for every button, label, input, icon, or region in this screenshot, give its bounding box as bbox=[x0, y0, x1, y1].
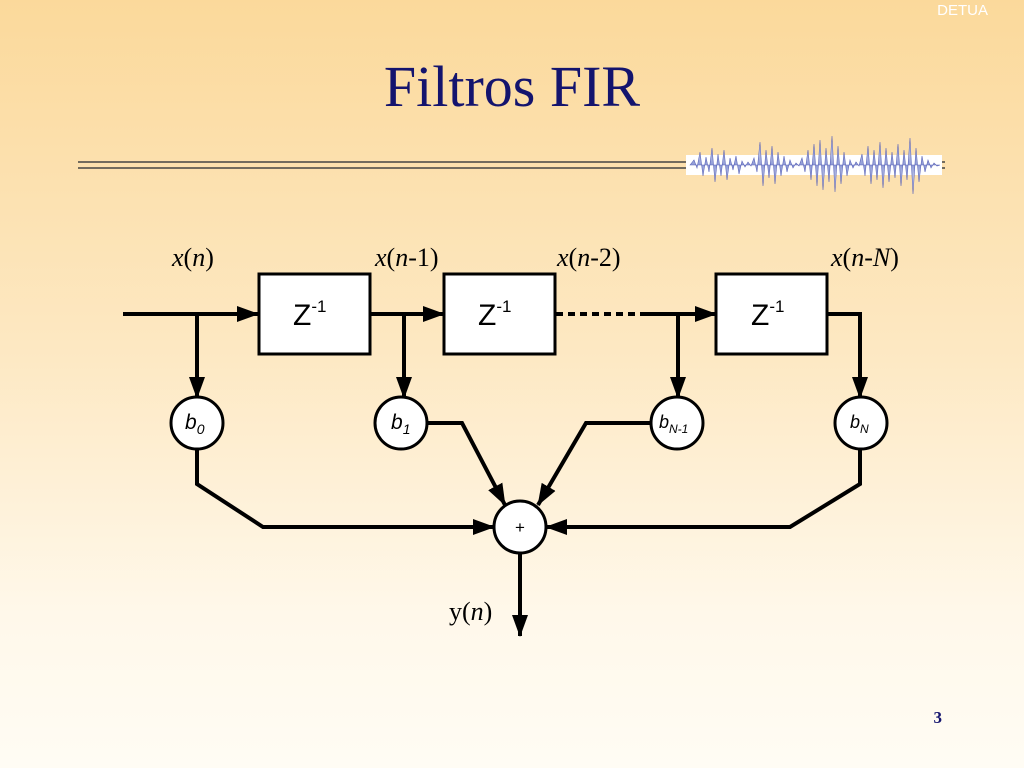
coefficient-node-b1: b1 bbox=[373, 395, 429, 451]
sum-line-n bbox=[545, 449, 862, 535]
output-label: y(n) bbox=[449, 597, 492, 626]
sum-line-0 bbox=[195, 449, 495, 535]
svg-text:bN-1: bN-1 bbox=[659, 412, 688, 436]
signal-label-x-n-1: x(n-1) bbox=[374, 243, 439, 272]
svg-text:bN: bN bbox=[850, 412, 869, 436]
slide-title: Filtros FIR bbox=[383, 54, 641, 119]
signal-label-x-n: x(n) bbox=[171, 243, 214, 272]
waveform-logo bbox=[686, 135, 942, 195]
delay-block-2-label: Z-1 bbox=[478, 297, 511, 332]
coefficient-node-b0: b0 bbox=[169, 395, 225, 451]
sum-line-1 bbox=[426, 421, 507, 506]
coefficient-node-bN: bN bbox=[833, 395, 889, 451]
svg-text:b1: b1 bbox=[391, 411, 410, 437]
delay-block-2: Z-1 bbox=[442, 272, 557, 356]
summing-node: + bbox=[492, 499, 548, 555]
delay-block-3-label: Z-1 bbox=[751, 297, 784, 332]
signal-label-x-n-2: x(n-2) bbox=[556, 243, 621, 272]
sum-line-n-1 bbox=[536, 421, 651, 507]
page-number: 3 bbox=[933, 708, 943, 727]
delay-block-1: Z-1 bbox=[257, 272, 372, 356]
plus-icon: + bbox=[515, 518, 525, 537]
signal-label-x-n-N: x(n-N) bbox=[830, 243, 899, 272]
coefficient-node-bN-1: bN-1 bbox=[649, 395, 705, 451]
delay-block-1-label: Z-1 bbox=[293, 297, 326, 332]
delay-block-3: Z-1 bbox=[714, 272, 829, 356]
header-tag: DETUA bbox=[937, 2, 988, 19]
tap-line-n bbox=[826, 312, 868, 399]
svg-text:b0: b0 bbox=[185, 411, 205, 437]
